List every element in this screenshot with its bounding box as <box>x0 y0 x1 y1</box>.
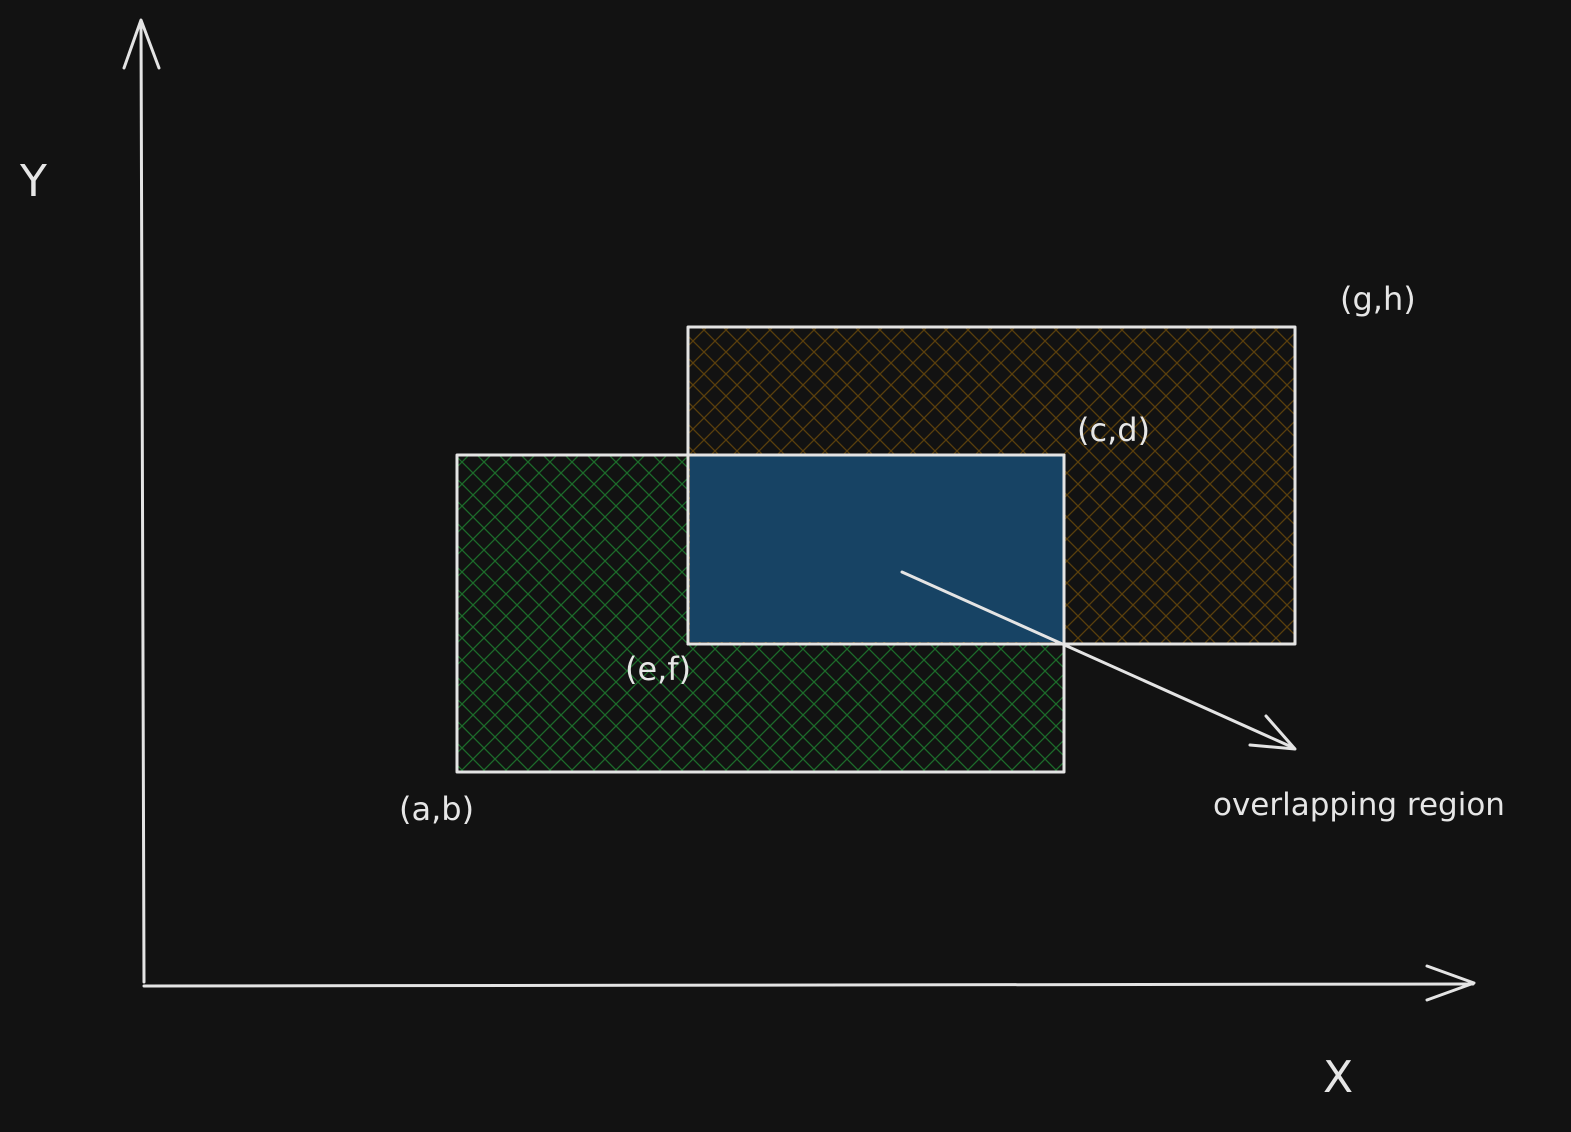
x-axis <box>142 964 1476 1002</box>
y-axis <box>122 18 161 984</box>
overlap-region <box>686 453 1066 646</box>
overlap-annotation-label: overlapping region <box>1213 787 1505 823</box>
point-label-ab: (a,b) <box>399 790 474 828</box>
y-axis-label: Y <box>19 156 47 207</box>
point-label-cd: (c,d) <box>1077 411 1150 449</box>
point-label-ef: (e,f) <box>625 650 691 688</box>
overlap-arrow <box>900 570 1297 751</box>
x-axis-label: X <box>1323 1052 1353 1103</box>
point-label-gh: (g,h) <box>1340 280 1416 318</box>
